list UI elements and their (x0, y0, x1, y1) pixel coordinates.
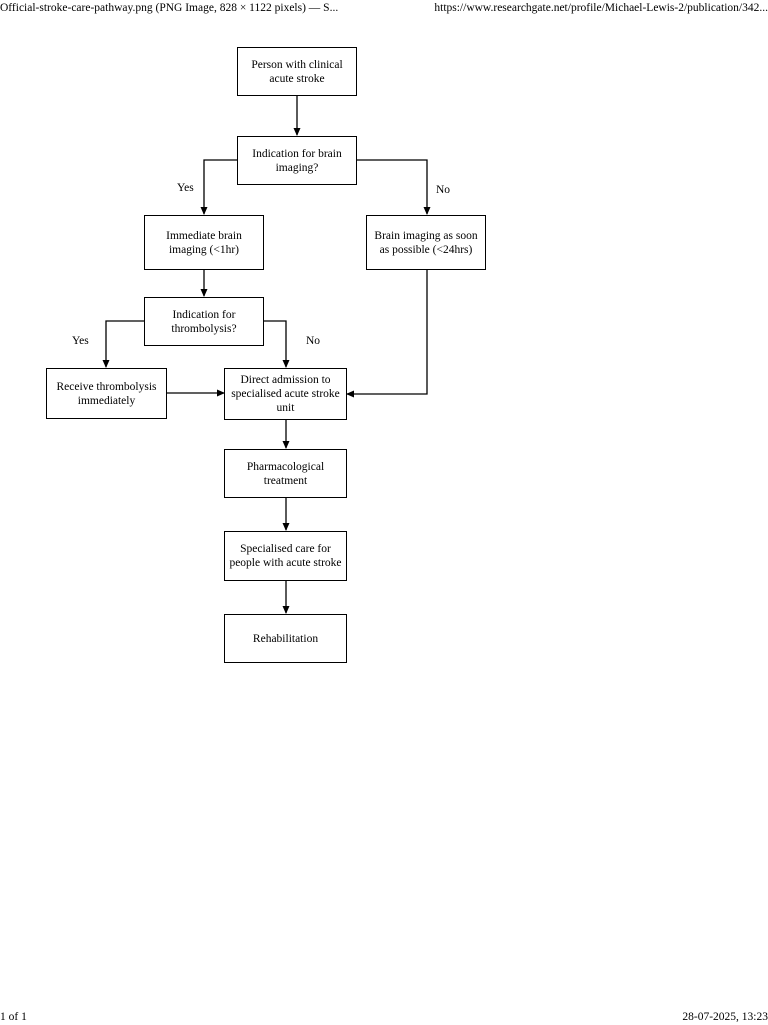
print-header: Official-stroke-care-pathway.png (PNG Im… (0, 0, 768, 16)
node-direct-admission-stroke-unit: Direct admission to specialised acute st… (224, 368, 347, 420)
edge-label-imaging-no: No (436, 184, 451, 196)
print-header-url: https://www.researchgate.net/profile/Mic… (434, 2, 768, 14)
node-indication-thrombolysis: Indication for thrombolysis? (144, 297, 264, 346)
edge-thrombolysis-no (264, 320, 290, 368)
edge-label-thrombolysis-yes: Yes (72, 335, 89, 347)
node-receive-thrombolysis: Receive thrombolysis immediately (46, 368, 167, 419)
node-rehabilitation: Rehabilitation (224, 614, 347, 663)
edge-asap-to-admission (346, 270, 428, 398)
node-immediate-imaging-label: Immediate brain imaging (<1hr) (166, 229, 242, 256)
node-person-clinical-acute-stroke: Person with clinical acute stroke (237, 47, 357, 96)
print-footer-page: 1 of 1 (0, 1011, 27, 1023)
node-indication-brain-imaging: Indication for brain imaging? (237, 136, 357, 185)
node-rehabilitation-label: Rehabilitation (252, 632, 319, 645)
node-specialised-care-label: Specialised care for people with acute s… (229, 543, 342, 569)
flowchart-connectors (102, 96, 431, 614)
node-pharmacological-treatment: Pharmacological treatment (224, 449, 347, 498)
node-receive-thrombolysis-label: Receive thrombolysis immediately (56, 380, 157, 407)
node-direct-admission-label: Direct admission to specialised acute st… (231, 374, 340, 414)
edge-label-imaging-yes: Yes (177, 182, 194, 194)
edge-label-thrombolysis-no: No (306, 335, 321, 347)
node-brain-imaging-asap: Brain imaging as soon as possible (<24hr… (366, 215, 486, 270)
edge-thrombolysis-yes (102, 320, 144, 368)
stroke-care-flowchart: Person with clinical acute stroke Indica… (46, 47, 486, 663)
node-immediate-brain-imaging: Immediate brain imaging (<1hr) (144, 215, 264, 270)
node-specialised-care: Specialised care for people with acute s… (224, 531, 347, 581)
edge-imaging-no (357, 159, 431, 215)
print-footer: 1 of 1 28-07-2025, 13:23 (0, 1009, 768, 1025)
edge-imaging-yes (200, 159, 237, 215)
node-pharmacological-label: Pharmacological treatment (246, 460, 325, 487)
print-footer-datetime: 28-07-2025, 13:23 (682, 1011, 768, 1023)
node-person-label: Person with clinical acute stroke (251, 58, 343, 85)
node-indication-thrombolysis-label: Indication for thrombolysis? (171, 308, 237, 335)
node-imaging-asap-label: Brain imaging as soon as possible (<24hr… (374, 229, 478, 256)
node-indication-imaging-label: Indication for brain imaging? (252, 147, 342, 174)
print-header-title: Official-stroke-care-pathway.png (PNG Im… (0, 2, 339, 14)
